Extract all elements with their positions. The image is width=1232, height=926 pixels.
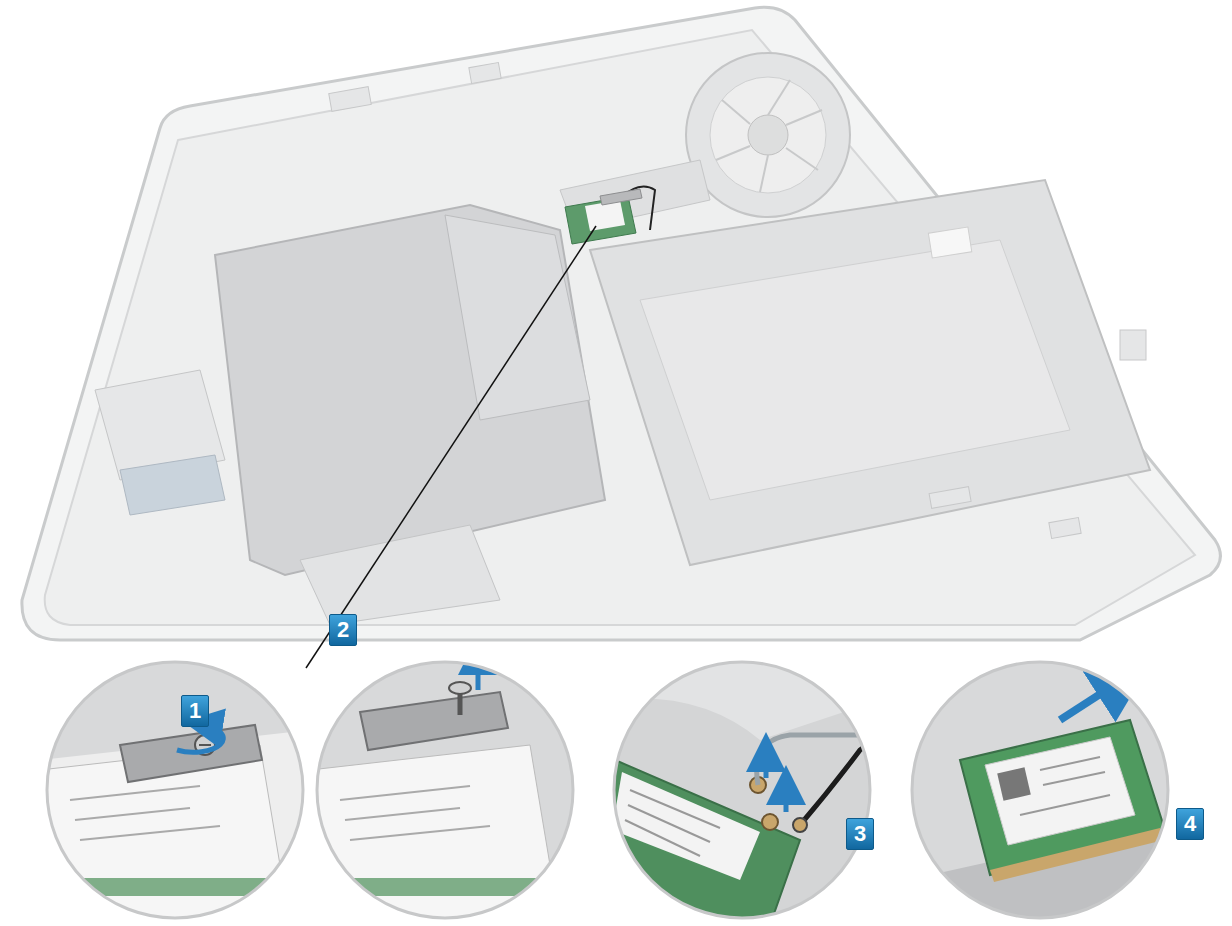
detail-circle (610, 655, 880, 925)
callout-number: 4 (1176, 808, 1204, 840)
callout-number: 3 (846, 818, 874, 850)
callout-number: 2 (329, 614, 357, 646)
detail-ring (47, 662, 303, 918)
fan (686, 53, 850, 217)
detail-ring (912, 662, 1168, 918)
metal-shield (215, 205, 605, 575)
board-area (120, 455, 225, 515)
barcode-sticker (928, 227, 971, 258)
detail-ring (614, 662, 870, 918)
metal-shield (445, 215, 590, 420)
metal-shield (300, 525, 500, 625)
tablet-frame (22, 7, 1221, 640)
detail-ring (317, 662, 573, 918)
battery (590, 180, 1150, 565)
callout-number: 1 (181, 695, 209, 727)
detail-circle (310, 655, 580, 925)
detail-circle (40, 655, 310, 925)
inner-frame (45, 30, 1195, 625)
battery-label (640, 240, 1070, 500)
detail-circle (908, 655, 1178, 925)
wlan-card (565, 186, 655, 244)
leader-line (306, 226, 596, 668)
small-components (329, 63, 1146, 539)
